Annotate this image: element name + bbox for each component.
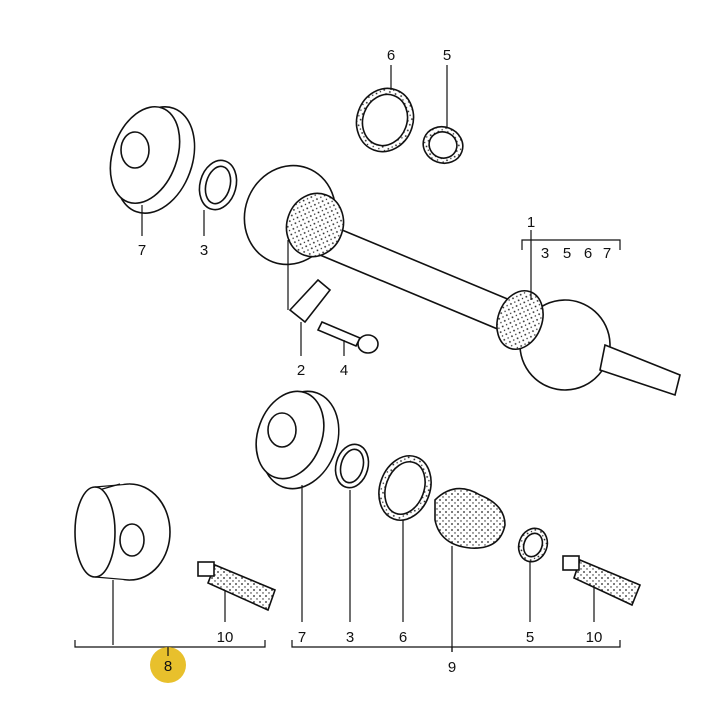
callout-8[interactable]: 8 [164,658,172,675]
lock-plate-part [288,278,332,324]
cv-joint-part [74,483,171,581]
callout-5-bottom[interactable]: 5 [526,629,534,646]
clamp-large-bottom [378,455,432,521]
shaft-includes-7: 7 [603,245,611,262]
flange-part-top [109,105,196,215]
clamp-small-bottom [517,527,549,563]
callout-10-right[interactable]: 10 [586,629,603,646]
callout-10-left[interactable]: 10 [217,629,234,646]
drive-shaft-part [243,164,681,397]
grease-tube-part-left [197,561,277,612]
flange-part-bottom [255,390,340,490]
callout-7-bottom[interactable]: 7 [298,629,306,646]
kit-bracket-8 [74,640,266,648]
callout-2[interactable]: 2 [297,362,305,379]
shaft-includes-3: 3 [541,245,549,262]
clamp-large-top [355,87,415,153]
shaft-includes-5: 5 [563,245,571,262]
callout-3-bottom[interactable]: 3 [346,629,354,646]
kit-bracket-9 [291,640,621,648]
callout-1[interactable]: 1 [527,214,535,231]
callout-9[interactable]: 9 [448,659,456,676]
callout-3-top[interactable]: 3 [200,242,208,259]
highlight-badge[interactable] [150,647,186,683]
circlip-part-top [198,159,238,211]
grease-tube-part-right [562,555,642,607]
bolt-part [316,320,379,354]
callout-6-bottom[interactable]: 6 [399,629,407,646]
boot-part [434,487,506,549]
callout-4[interactable]: 4 [340,362,348,379]
callout-6-top[interactable]: 6 [387,47,395,64]
clamp-small-top [422,125,464,165]
shaft-includes-6: 6 [584,245,592,262]
callout-7-top[interactable]: 7 [138,242,146,259]
circlip-part-bottom [334,443,370,489]
callout-5-top[interactable]: 5 [443,47,451,64]
